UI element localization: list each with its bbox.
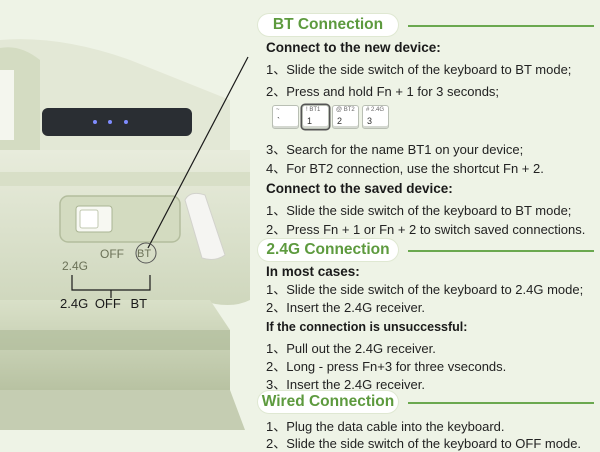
g24-fail-step-1: 1、Pull out the 2.4G receiver.	[266, 341, 436, 356]
switch-label-bt: BT	[137, 248, 151, 260]
wired-step-1: 1、Plug the data cable into the keyboard.	[266, 419, 505, 434]
wired-section-header: Wired Connection	[258, 391, 600, 415]
g24-cases-step-1: 1、Slide the side switch of the keyboard …	[266, 282, 584, 297]
callout-bt: BT	[130, 296, 148, 311]
bt-new-step-3: 3、Search for the name BT1 on your device…	[266, 142, 524, 157]
g24-title: 2.4G Connection	[266, 241, 390, 258]
bt-title-pill: BT Connection	[258, 14, 398, 36]
g24-title-pill: 2.4G Connection	[258, 239, 398, 261]
instructions-panel: BT Connection Connect to the new device:…	[258, 0, 600, 451]
keyboard-photo: 2.4G OFF BT	[0, 0, 250, 450]
wired-step-2: 2、Slide the side switch of the keyboard …	[266, 436, 582, 451]
bt-title: BT Connection	[272, 16, 384, 33]
wired-title-pill: Wired Connection	[258, 391, 398, 413]
bt-new-step-2: 2、Press and hold Fn + 1 for 3 seconds;	[266, 84, 500, 99]
bt-section-header: BT Connection	[258, 14, 600, 38]
bt-saved-step-1: 1、Slide the side switch of the keyboard …	[266, 203, 572, 218]
g24-title-rule	[408, 250, 594, 252]
bt-saved-heading: Connect to the saved device:	[266, 181, 453, 196]
bt-new-heading: Connect to the new device:	[266, 40, 441, 55]
keyboard-side-illustration: 2.4G OFF BT 2.4G OFF BT	[0, 0, 250, 450]
switch-label-24g: 2.4G	[62, 259, 88, 273]
callout-off: OFF	[94, 296, 121, 311]
key-tilde: ~`	[272, 105, 299, 129]
g24-fail-heading: If the connection is unsuccessful:	[266, 320, 468, 334]
bt-new-step-1: 1、Slide the side switch of the keyboard …	[266, 62, 572, 77]
bt-title-rule	[408, 25, 594, 27]
switch-callout: 2.4G OFF BT	[60, 296, 147, 311]
g24-cases-heading: In most cases:	[266, 264, 360, 279]
callout-24g: 2.4G	[60, 296, 89, 311]
g24-cases-step-2: 2、Insert the 2.4G receiver.	[266, 300, 425, 315]
g24-section-header: 2.4G Connection	[258, 239, 600, 263]
wired-title-rule	[408, 402, 594, 404]
g24-fail-step-3: 3、Insert the 2.4G receiver.	[266, 377, 425, 392]
bt-new-step-4: 4、For BT2 connection, use the shortcut F…	[266, 161, 544, 176]
switch-label-off: OFF	[100, 247, 124, 261]
bt-saved-step-2: 2、Press Fn + 1 or Fn + 2 to switch saved…	[266, 222, 586, 237]
g24-fail-step-2: 2、Long - press Fn+3 for three vseconds.	[266, 359, 507, 374]
wired-title: Wired Connection	[261, 393, 395, 410]
